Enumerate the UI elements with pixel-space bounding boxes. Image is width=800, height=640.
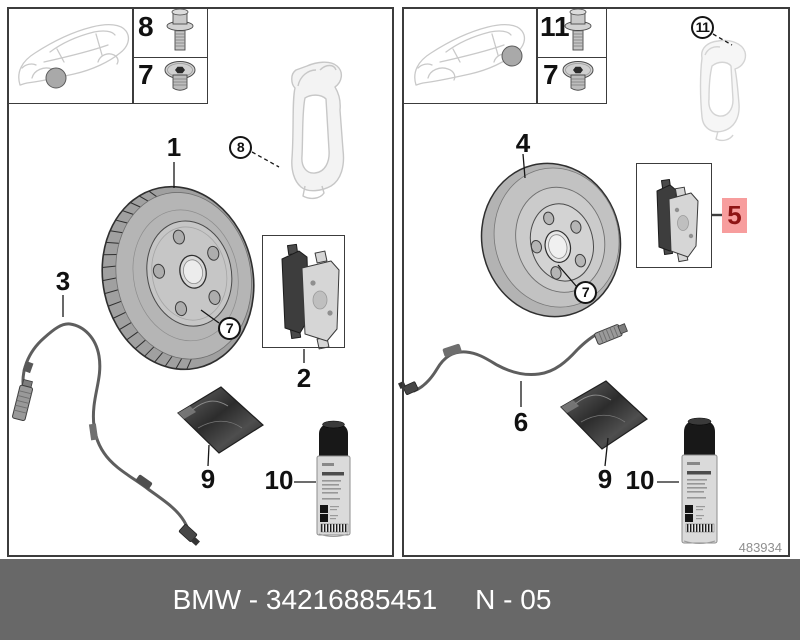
wear-sensor-icon xyxy=(12,322,200,546)
car-location-box xyxy=(7,7,133,104)
drawing-number: 483934 xyxy=(738,540,782,555)
caliper-carrier-icon xyxy=(699,39,747,142)
spray-can-icon xyxy=(681,417,718,544)
legend-cell-bolt xyxy=(134,8,207,58)
callout-carrier-rear[interactable]: 11 xyxy=(691,16,714,39)
fastener-legend-box xyxy=(133,7,208,104)
front-brakes-panel xyxy=(7,7,394,557)
callout-plug-left[interactable]: 7 xyxy=(138,59,154,90)
callout-disc-front[interactable]: 1 xyxy=(166,132,182,162)
callout-pads-rear-highlighted[interactable]: 5 xyxy=(722,198,747,233)
callout-plug-right[interactable]: 7 xyxy=(543,59,559,90)
brake-disc-icon xyxy=(101,185,255,371)
rear-brakes-panel xyxy=(402,7,790,557)
car-location-box xyxy=(403,7,537,104)
pads-detail-box xyxy=(636,163,712,268)
car-icon xyxy=(18,24,130,89)
paste-packet-icon xyxy=(177,386,264,454)
fastener-legend-box xyxy=(537,7,607,104)
callout-bolt-left[interactable]: 8 xyxy=(138,11,154,42)
callout-pads-front[interactable]: 2 xyxy=(296,363,312,393)
brake-pads-icon xyxy=(281,243,340,350)
pads-detail-box xyxy=(262,235,345,348)
callout-hub-screw-front[interactable]: 7 xyxy=(218,317,241,340)
callout-bolt-right[interactable]: 11 xyxy=(540,11,570,42)
caliper-carrier-icon xyxy=(291,61,345,200)
callout-disc-rear[interactable]: 4 xyxy=(515,128,531,158)
callout-sensor-front[interactable]: 3 xyxy=(55,266,71,296)
paste-packet-icon xyxy=(560,380,648,450)
callout-cleaner-rear[interactable]: 10 xyxy=(625,465,655,495)
leader-lines xyxy=(62,33,733,483)
brake-pads-icon xyxy=(656,178,699,263)
car-icon xyxy=(414,24,526,86)
spray-can-icon xyxy=(316,420,351,537)
footer-part-number: BMW - 34216885451 xyxy=(172,583,438,615)
callout-paste-rear[interactable]: 9 xyxy=(597,464,613,494)
callout-hub-screw-rear[interactable]: 7 xyxy=(574,281,597,304)
rear-axle-highlight xyxy=(501,45,523,67)
callout-carrier-front[interactable]: 8 xyxy=(229,136,252,159)
footer-bar: BMW - 34216885451 N - 05 xyxy=(0,559,800,640)
legend-cell-bolt xyxy=(538,8,606,58)
front-axle-highlight xyxy=(45,67,67,89)
callout-sensor-rear[interactable]: 6 xyxy=(513,407,529,437)
footer-revision: N - 05 xyxy=(475,583,552,615)
callout-paste-front[interactable]: 9 xyxy=(200,464,216,494)
brake-disc-icon xyxy=(480,162,622,318)
callout-cleaner-front[interactable]: 10 xyxy=(264,465,294,495)
